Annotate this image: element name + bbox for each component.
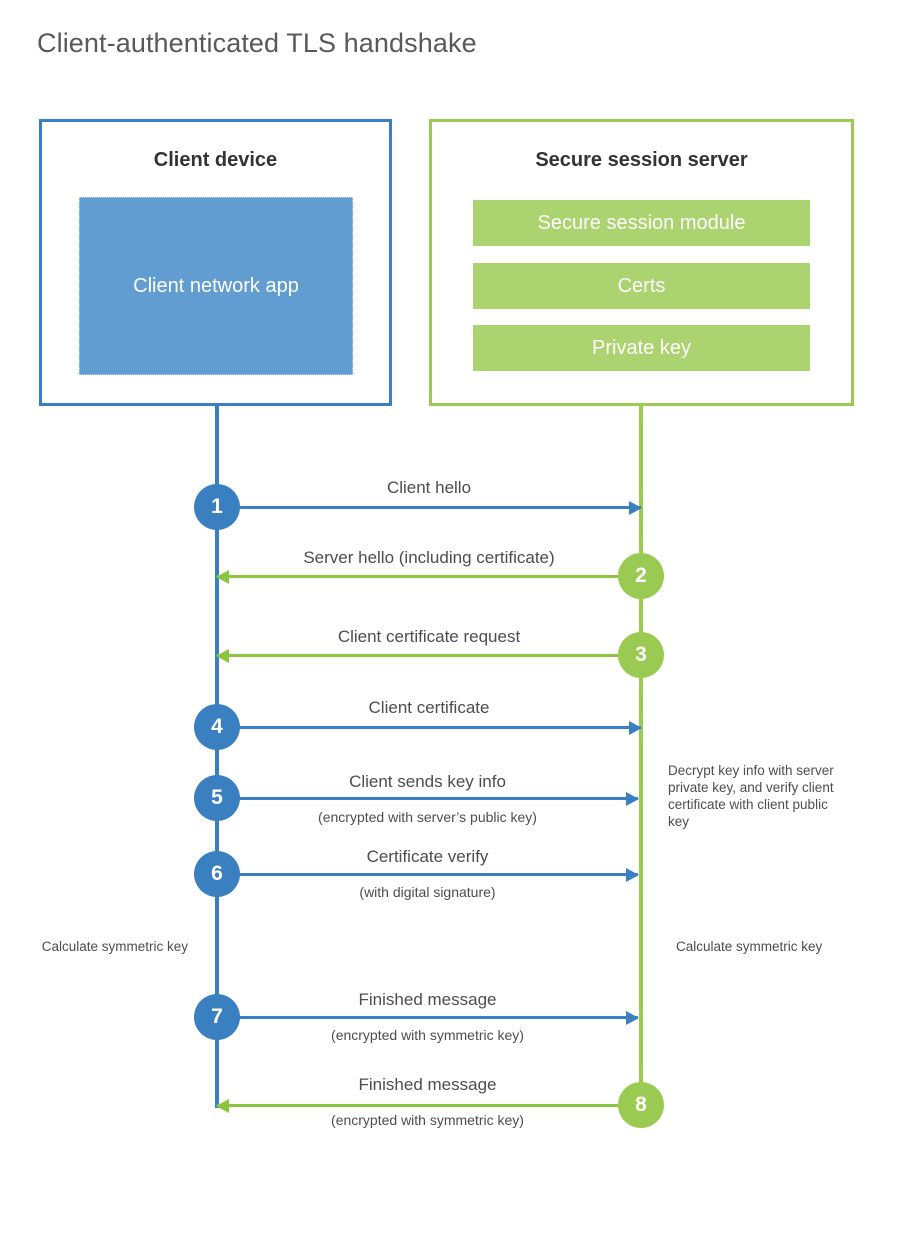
client-device-box: Client device Client network app bbox=[39, 119, 392, 406]
message-label-step-3: Client certificate request bbox=[337, 627, 521, 646]
arrowhead-left-icon bbox=[216, 1098, 229, 1113]
message-label-step-4: Client certificate bbox=[368, 698, 490, 717]
message-label-step-1: Client hello bbox=[386, 478, 472, 497]
secure-session-server-box: Secure session server Secure session mod… bbox=[429, 119, 854, 406]
message-sublabel-step-5: (encrypted with server’s public key) bbox=[318, 809, 537, 825]
message-sublabel-step-8: (encrypted with symmetric key) bbox=[331, 1112, 524, 1128]
step-circle-1[interactable]: 1 bbox=[194, 484, 240, 530]
arrowhead-right-icon bbox=[626, 791, 639, 806]
server-block-certs: Certs bbox=[473, 263, 810, 309]
server-block-secure-session-module: Secure session module bbox=[473, 200, 810, 246]
client-device-title: Client device bbox=[153, 149, 278, 171]
note-server-calculate-symmetric-key: Calculate symmetric key bbox=[676, 939, 823, 954]
message-arrow-step-4 bbox=[217, 720, 642, 735]
message-label-step-6: Certificate verify bbox=[366, 847, 489, 866]
step-circle-2[interactable]: 2 bbox=[618, 553, 664, 599]
arrowhead-right-icon bbox=[626, 1010, 639, 1025]
arrowhead-left-icon bbox=[216, 569, 229, 584]
client-network-app-block: Client network app bbox=[79, 197, 353, 375]
message-arrow-step-3 bbox=[216, 648, 641, 663]
arrowhead-right-icon bbox=[629, 500, 642, 515]
message-arrow-step-6 bbox=[217, 867, 639, 882]
server-lifeline bbox=[639, 403, 643, 1105]
message-label-step-8: Finished message bbox=[358, 1075, 497, 1094]
step-circle-3[interactable]: 3 bbox=[618, 632, 664, 678]
note-server-decrypt: Decrypt key info with server private key… bbox=[668, 763, 834, 829]
message-label-step-2: Server hello (including certificate) bbox=[303, 548, 555, 567]
step-circle-8[interactable]: 8 bbox=[618, 1082, 664, 1128]
message-arrow-step-7 bbox=[217, 1010, 639, 1025]
client-lifeline bbox=[215, 403, 219, 1108]
arrowhead-right-icon bbox=[626, 867, 639, 882]
message-arrow-step-2 bbox=[216, 569, 641, 584]
message-arrow-step-1 bbox=[217, 500, 642, 515]
page-title: Client-authenticated TLS handshake bbox=[37, 28, 477, 58]
message-arrow-step-8 bbox=[216, 1098, 638, 1113]
server-block-private-key: Private key bbox=[473, 325, 810, 371]
step-circle-4[interactable]: 4 bbox=[194, 704, 240, 750]
arrowhead-right-icon bbox=[629, 720, 642, 735]
message-sublabel-step-7: (encrypted with symmetric key) bbox=[331, 1027, 524, 1043]
step-circle-5[interactable]: 5 bbox=[194, 775, 240, 821]
message-label-step-5: Client sends key info bbox=[349, 772, 506, 791]
secure-session-server-title: Secure session server bbox=[535, 149, 748, 171]
step-circle-6[interactable]: 6 bbox=[194, 851, 240, 897]
step-circle-7[interactable]: 7 bbox=[194, 994, 240, 1040]
message-sublabel-step-6: (with digital signature) bbox=[359, 884, 496, 900]
message-arrow-step-5 bbox=[217, 791, 639, 806]
message-label-step-7: Finished message bbox=[358, 990, 497, 1009]
arrowhead-left-icon bbox=[216, 648, 229, 663]
note-client-calculate-symmetric-key: Calculate symmetric key bbox=[41, 939, 188, 954]
